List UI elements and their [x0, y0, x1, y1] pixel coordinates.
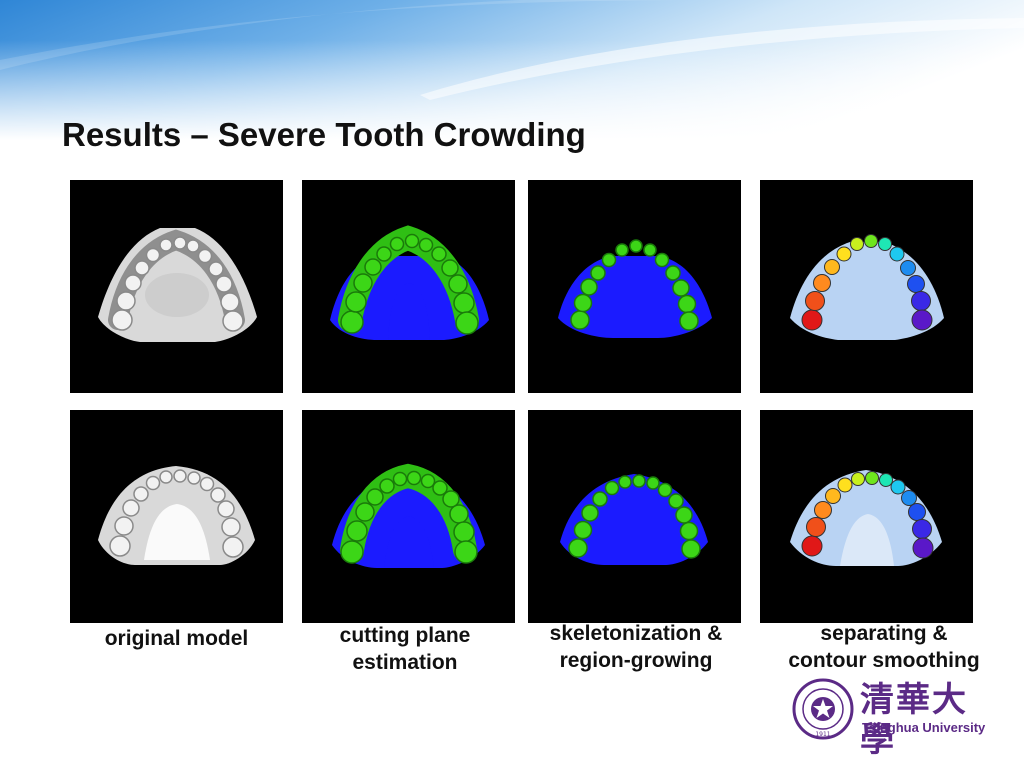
caption-cutting-plane: cutting plane estimation	[297, 622, 513, 676]
panel-skeletonization-lower	[528, 410, 741, 623]
panel-separating-lower	[760, 410, 973, 623]
university-english-name: Tsinghua University	[862, 720, 986, 735]
caption-line: contour smoothing	[788, 649, 980, 672]
panel-original-model-upper	[70, 180, 283, 393]
caption-line: original model	[104, 627, 249, 650]
panel-cutting-plane-lower	[302, 410, 515, 623]
university-logo: 1911 清華大學 Tsinghua University	[792, 678, 992, 760]
university-chinese-name: 清華大學	[860, 680, 968, 760]
caption-line: skeletonization &	[549, 622, 723, 645]
caption-line: region-growing	[559, 649, 713, 672]
caption-line: cutting plane	[339, 624, 471, 647]
caption-line: separating &	[820, 622, 948, 645]
caption-skeletonization: skeletonization & region-growing	[524, 620, 748, 674]
seal-year-text: 1911	[815, 731, 830, 738]
slide-title: Results – Severe Tooth Crowding	[62, 116, 586, 153]
panel-skeletonization-upper	[528, 180, 741, 393]
panel-original-model-lower	[70, 410, 283, 623]
caption-separating: separating & contour smoothing	[766, 620, 1002, 674]
caption-line: estimation	[352, 651, 458, 674]
caption-original-model: original model	[70, 625, 283, 652]
panel-cutting-plane-upper	[302, 180, 515, 393]
university-seal-icon: 1911	[792, 678, 854, 740]
panel-separating-upper	[760, 180, 973, 393]
